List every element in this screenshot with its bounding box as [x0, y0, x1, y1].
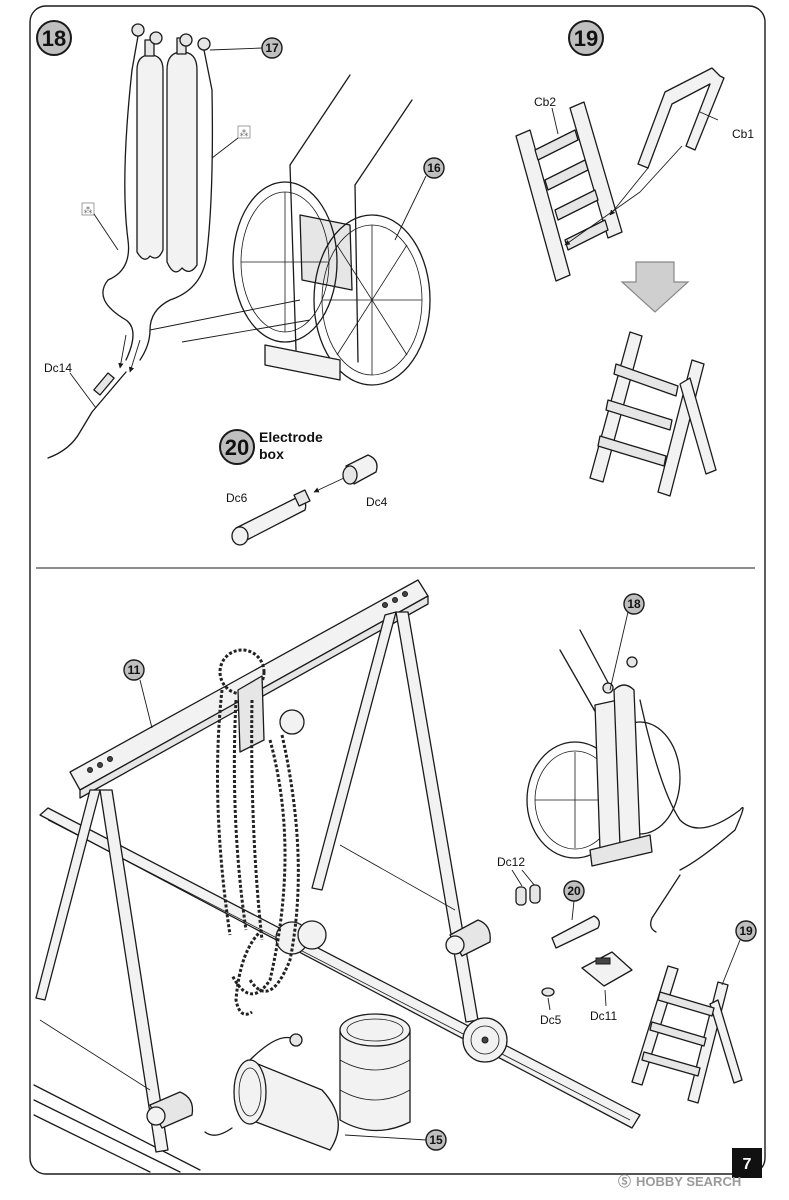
svg-text:20: 20: [567, 884, 581, 898]
watermark: HOBBY SEARCH: [636, 1174, 741, 1189]
part-dc12-a: [515, 886, 527, 906]
label-dc14: Dc14: [44, 361, 72, 375]
trolley-with-cylinders: [526, 629, 744, 933]
fuel-drum-lying: [204, 1033, 339, 1151]
callout-19: [735, 920, 757, 942]
page-frame: [29, 5, 766, 1175]
gantry-assembly-scene: 11 15: [33, 579, 757, 1173]
part-dc12-b: [529, 884, 541, 904]
callout-11: [123, 659, 145, 681]
cylinder-trolley: [149, 74, 431, 386]
step-20-panel: 20 Electrode box Dc6 Dc4: [219, 429, 388, 546]
label-dc4: Dc4: [366, 495, 388, 509]
electrode-box-assembled: [551, 915, 600, 949]
callout-18: [623, 593, 645, 615]
label-dc11: Dc11: [590, 1009, 617, 1023]
callout-16: [423, 157, 445, 179]
svg-text:19: 19: [739, 924, 753, 938]
svg-text:11: 11: [128, 663, 141, 677]
part-dc5: [541, 987, 555, 997]
label-dc5: Dc5: [540, 1013, 562, 1027]
glue-symbol-left: [81, 202, 95, 216]
down-arrow: [620, 261, 690, 313]
right-leg-front: [311, 611, 397, 891]
beam-bolts: [87, 591, 408, 773]
label-dc12: Dc12: [497, 855, 525, 869]
svg-text:18: 18: [627, 597, 641, 611]
electrode-box-cap-dc4: [342, 454, 378, 485]
gas-hose-left: [102, 69, 134, 361]
ladder-assembled: [589, 331, 717, 497]
gas-cylinders: [131, 23, 213, 273]
electrode-box-body-dc6: [231, 489, 311, 546]
svg-text:16: 16: [427, 161, 441, 175]
step-20-title-line1: Electrode: [259, 429, 323, 445]
label-cb2: Cb2: [534, 95, 556, 109]
part-dc11: [581, 951, 633, 987]
chain-hoist: [216, 648, 305, 1016]
left-leg-back: [99, 789, 169, 1153]
left-leg-front: [35, 789, 101, 1001]
svg-text:⁂: ⁂: [240, 128, 249, 139]
page-number: 7: [743, 1156, 752, 1173]
step-18-panel: 18 Dc14 ⁂ ⁂: [36, 20, 445, 459]
callout-15: [425, 1129, 447, 1151]
callout-17: [261, 37, 283, 59]
welding-torch-dc14: [47, 371, 127, 459]
step-20-number: 20: [225, 435, 249, 460]
step-19-badge: [568, 20, 604, 56]
step-20-badge: [219, 429, 255, 465]
step-19-number: 19: [574, 26, 598, 51]
glue-symbol-right: [237, 125, 251, 139]
label-cb1: Cb1: [732, 127, 754, 141]
winch-left: [146, 1091, 194, 1129]
label-dc6: Dc6: [226, 491, 248, 505]
step-19-panel: 19 Cb2 Cb1: [515, 20, 754, 497]
ladder-support-cb1: [564, 67, 725, 246]
rail-wheel-left: [275, 920, 327, 955]
svg-text:17: 17: [265, 41, 279, 55]
svg-text:⁂: ⁂: [84, 205, 93, 216]
tie-wire: [39, 1019, 151, 1091]
page-number-box: [732, 1148, 762, 1178]
ladder-small: [631, 965, 743, 1104]
step-18-badge: [36, 20, 72, 56]
ladder-cb2: [515, 101, 623, 282]
rail-wheel-right: [462, 1017, 508, 1063]
step-18-number: 18: [42, 26, 66, 51]
svg-text:15: 15: [429, 1133, 443, 1147]
watermark-logo: Ⓢ: [618, 1174, 631, 1189]
winch-right: [445, 919, 491, 957]
gas-hose-right: [139, 89, 214, 361]
step-20-title-line2: box: [259, 446, 284, 462]
fuel-drum-upright: [339, 1013, 411, 1132]
